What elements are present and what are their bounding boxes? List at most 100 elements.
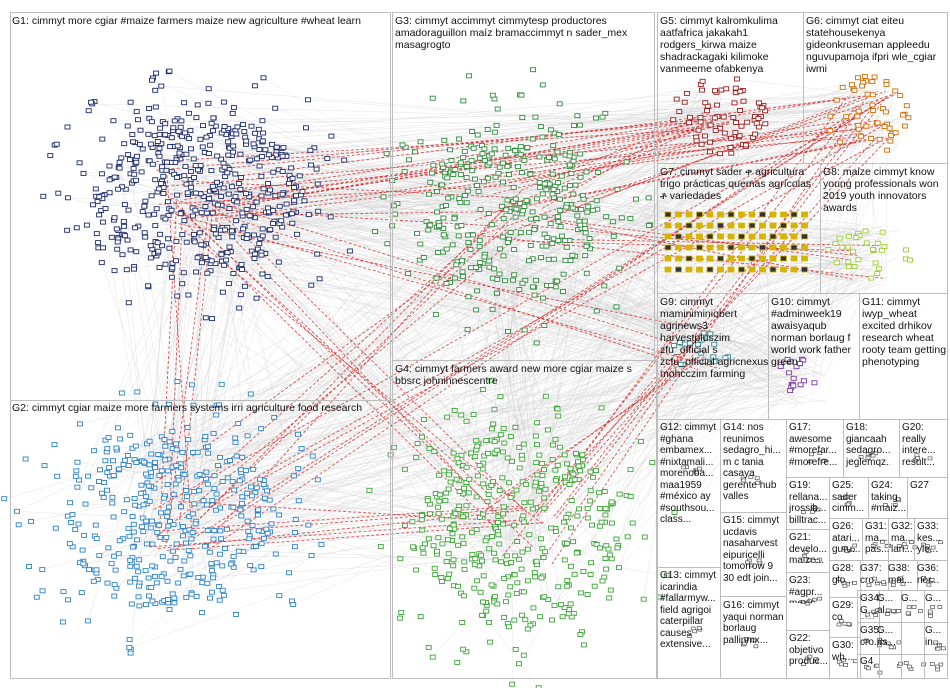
edge (617, 122, 848, 549)
node (748, 266, 756, 273)
node (72, 473, 79, 479)
node (55, 190, 62, 196)
group-box (720, 512, 787, 597)
node (377, 543, 384, 549)
edge (564, 245, 874, 456)
node (453, 262, 460, 268)
node (276, 593, 283, 599)
node (121, 457, 128, 463)
node (438, 182, 445, 188)
node (160, 191, 167, 196)
edge (796, 117, 909, 361)
node (675, 255, 682, 262)
node (127, 650, 134, 656)
node (539, 295, 546, 301)
node (133, 460, 140, 465)
node (938, 540, 943, 545)
node (148, 451, 155, 457)
node (748, 563, 754, 568)
node (521, 203, 528, 209)
edge (169, 243, 878, 501)
node (447, 147, 454, 153)
node (896, 544, 902, 548)
node (327, 214, 334, 220)
node (500, 179, 506, 185)
node (717, 222, 724, 229)
node (175, 477, 182, 483)
node (182, 130, 189, 136)
node (524, 578, 531, 584)
node (486, 546, 493, 552)
node (174, 192, 181, 198)
edge (195, 133, 256, 523)
node (286, 180, 292, 186)
node (627, 467, 634, 473)
node (863, 123, 870, 129)
edge (491, 185, 576, 532)
node (459, 620, 466, 625)
node (203, 476, 210, 482)
node (854, 113, 861, 119)
node (250, 141, 257, 147)
edge-strong (159, 201, 178, 534)
node (614, 545, 621, 551)
node (558, 602, 565, 608)
node (219, 587, 226, 593)
edge (136, 231, 843, 463)
group-box (914, 518, 948, 561)
node (225, 191, 232, 197)
edge (589, 128, 868, 239)
node (66, 541, 73, 547)
node (700, 330, 707, 336)
node (39, 567, 46, 573)
node (250, 232, 257, 238)
node (164, 159, 170, 165)
node (230, 271, 237, 276)
node (417, 241, 424, 247)
node (252, 544, 259, 549)
node (468, 265, 475, 271)
node (251, 256, 258, 261)
node (884, 544, 890, 548)
node (842, 621, 848, 626)
edge-strong (516, 240, 855, 252)
node (270, 221, 276, 226)
node (149, 77, 155, 83)
node (738, 123, 745, 129)
node (491, 266, 497, 272)
node (288, 211, 295, 217)
node (501, 614, 508, 620)
node (491, 594, 498, 600)
node (254, 246, 261, 252)
node (264, 274, 271, 280)
node (696, 244, 703, 251)
node (272, 551, 279, 557)
node (558, 173, 565, 179)
node (664, 266, 672, 273)
node (706, 222, 714, 229)
edge (187, 166, 225, 186)
edge (123, 221, 150, 492)
edge-strong (179, 226, 543, 525)
node (494, 290, 500, 296)
node (581, 218, 588, 224)
node (593, 468, 599, 473)
edge (170, 162, 687, 343)
node (552, 436, 559, 442)
node (554, 462, 561, 468)
node (156, 265, 163, 271)
node (733, 76, 740, 82)
node (175, 580, 182, 586)
node (825, 247, 832, 253)
edge (256, 487, 534, 536)
node (125, 152, 132, 158)
node (541, 505, 548, 511)
node (101, 480, 107, 485)
node (264, 488, 270, 494)
node (239, 210, 246, 216)
node (104, 446, 111, 452)
node (721, 130, 728, 136)
node (507, 230, 514, 235)
edge (586, 171, 889, 237)
node (209, 128, 216, 134)
